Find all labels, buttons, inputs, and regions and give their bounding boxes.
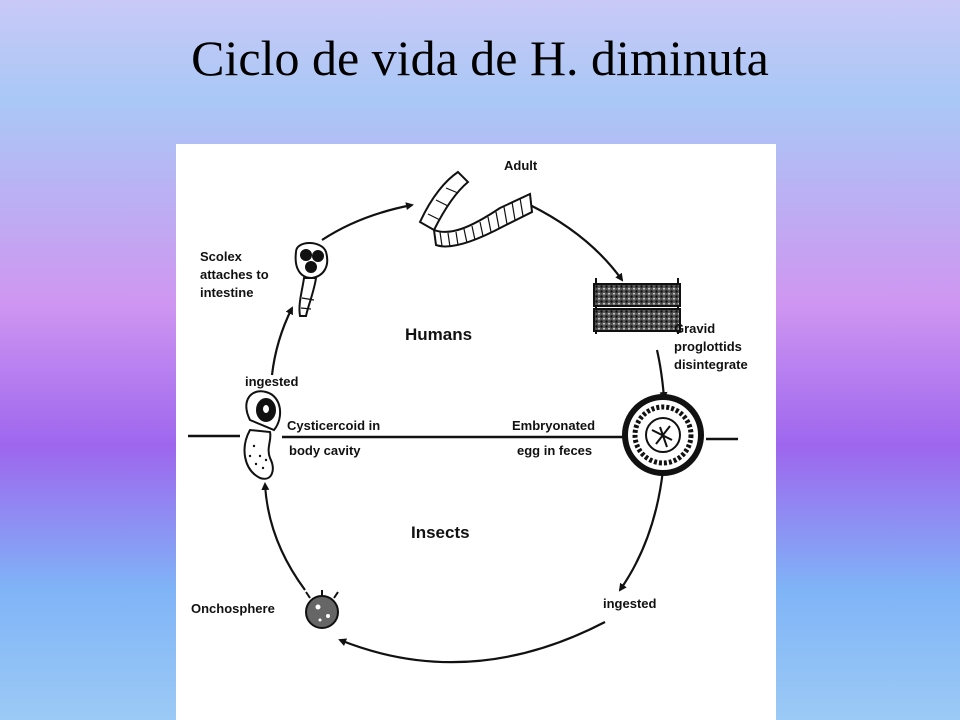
stage-label-ingested-insect: ingested xyxy=(603,596,657,611)
arrow-adult-to-gravid xyxy=(529,204,624,282)
gravid-proglottids-illustration xyxy=(593,278,681,334)
host-label-humans: Humans xyxy=(405,325,473,344)
adult-tapeworm-illustration xyxy=(418,170,534,248)
onchosphere-illustration xyxy=(305,590,339,629)
embryonated-egg-illustration xyxy=(622,394,704,476)
scolex-illustration xyxy=(294,242,329,317)
egg-label-line-1: Embryonated xyxy=(512,418,596,433)
host-label-insects: Insects xyxy=(411,523,470,542)
host-divider xyxy=(188,434,738,441)
cycle-arrows xyxy=(261,202,668,664)
stage-label-onchosphere: Onchosphere xyxy=(191,601,275,616)
arrow-cysticercoid-to-scolex xyxy=(270,306,293,376)
scolex-label-line-1: Scolex xyxy=(200,249,242,264)
scolex-label-line-3: intestine xyxy=(200,285,254,300)
egg-label-line-2: egg in feces xyxy=(517,443,593,458)
scolex-label-line-2: attaches to xyxy=(200,267,269,282)
arrow-onchosphere-to-cysticercoid xyxy=(261,482,306,591)
arrow-gravid-to-egg xyxy=(655,349,668,400)
arrow-scolex-to-adult xyxy=(321,202,414,241)
cysticercoid-label-line-1: Cysticercoid in xyxy=(287,418,381,433)
slide-title: Ciclo de vida de H. diminuta xyxy=(191,30,769,86)
arrow-egg-to-ingested xyxy=(618,469,665,592)
gravid-label-line-1: Gravid xyxy=(674,321,716,336)
cysticercoid-label-line-2: body cavity xyxy=(289,443,361,458)
gravid-label-line-3: disintegrate xyxy=(674,357,748,372)
stage-label-ingested-human: ingested xyxy=(245,374,299,389)
cysticercoid-illustration xyxy=(243,390,282,480)
stage-label-adult: Adult xyxy=(504,158,538,173)
gravid-label-line-2: proglottids xyxy=(674,339,742,354)
arrow-ingested-to-onchosphere xyxy=(338,621,606,664)
